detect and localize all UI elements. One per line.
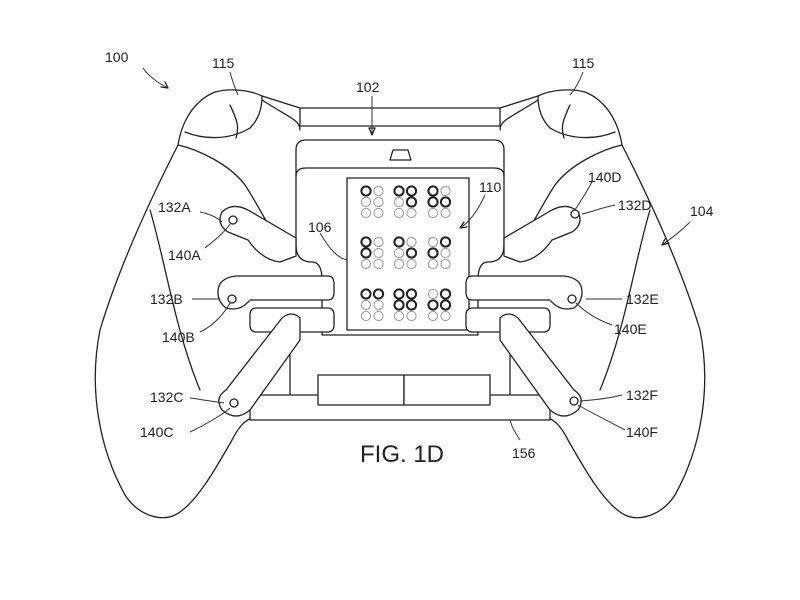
braille-dot-flat bbox=[406, 258, 417, 270]
braille-dot-raised bbox=[405, 288, 418, 300]
leader-lines bbox=[142, 67, 691, 441]
braille-dot-raised bbox=[427, 196, 439, 208]
braille-dot-flat bbox=[427, 236, 439, 248]
braille-dot-flat bbox=[360, 207, 372, 219]
label-102: 102 bbox=[356, 79, 380, 95]
braille-cell bbox=[360, 288, 385, 322]
paddle-132f[interactable] bbox=[499, 313, 582, 417]
braille-dot-raised bbox=[360, 247, 372, 259]
rear-plate bbox=[295, 139, 505, 336]
usb-port-icon bbox=[389, 149, 412, 161]
braille-dot-raised bbox=[427, 185, 439, 197]
braille-dot-flat bbox=[360, 258, 372, 270]
label-140f: 140F bbox=[626, 424, 658, 440]
braille-dot-raised bbox=[405, 299, 418, 311]
braille-dot-raised bbox=[427, 247, 439, 259]
label-140c: 140C bbox=[140, 424, 173, 440]
braille-cell bbox=[393, 185, 418, 219]
label-106: 106 bbox=[308, 219, 332, 235]
braille-dot-flat bbox=[440, 185, 451, 197]
paddle-132c[interactable] bbox=[218, 313, 301, 417]
braille-dot-raised bbox=[360, 236, 372, 248]
braille-dot-raised bbox=[439, 288, 452, 300]
braille-dot-flat bbox=[393, 310, 405, 322]
braille-dot-raised bbox=[439, 196, 452, 208]
braille-dot-raised bbox=[393, 185, 405, 197]
label-132d: 132D bbox=[618, 197, 651, 213]
braille-dot-flat bbox=[440, 207, 451, 219]
braille-dot-flat bbox=[440, 310, 451, 322]
braille-cell bbox=[393, 236, 418, 270]
label-132a: 132A bbox=[158, 199, 191, 215]
braille-dot-flat bbox=[373, 185, 384, 197]
braille-dot-flat bbox=[373, 299, 384, 311]
label-156: 156 bbox=[512, 445, 536, 461]
braille-dot-flat bbox=[373, 207, 384, 219]
touch-pad-left[interactable] bbox=[317, 374, 405, 406]
braille-dot-flat bbox=[427, 258, 439, 270]
label-140a: 140A bbox=[168, 247, 201, 263]
figure-caption: FIG. 1D bbox=[360, 441, 444, 468]
braille-dot-flat bbox=[427, 207, 439, 219]
label-100: 100 bbox=[105, 49, 129, 65]
braille-dot-flat bbox=[393, 196, 405, 208]
paddle-132d[interactable] bbox=[503, 205, 581, 263]
label-115-left: 115 bbox=[212, 55, 235, 71]
braille-dot-flat bbox=[393, 207, 405, 219]
braille-dot-raised bbox=[439, 299, 452, 311]
braille-cell bbox=[427, 288, 452, 322]
label-132c: 132C bbox=[150, 389, 183, 405]
braille-dot-flat bbox=[427, 288, 439, 300]
label-140d: 140D bbox=[588, 169, 621, 185]
paddle-132a[interactable] bbox=[219, 205, 297, 263]
braille-dot-flat bbox=[393, 247, 405, 259]
braille-dot-flat bbox=[406, 310, 417, 322]
braille-dot-raised bbox=[393, 299, 405, 311]
braille-dot-raised bbox=[405, 247, 418, 259]
braille-dot-flat bbox=[427, 310, 439, 322]
touch-pad-right[interactable] bbox=[403, 374, 491, 406]
paddle-132b[interactable] bbox=[217, 275, 335, 333]
label-132f: 132F bbox=[626, 387, 658, 403]
braille-cell bbox=[360, 236, 384, 270]
braille-dot-raised bbox=[405, 185, 418, 197]
base-assembly bbox=[249, 334, 551, 421]
braille-dot-raised bbox=[393, 288, 405, 300]
label-140b: 140B bbox=[162, 329, 195, 345]
label-104: 104 bbox=[690, 203, 714, 219]
label-132b: 132B bbox=[150, 291, 183, 307]
braille-dot-flat bbox=[360, 299, 372, 311]
braille-dot-flat bbox=[373, 196, 384, 208]
braille-dot-flat bbox=[360, 310, 372, 322]
braille-cell bbox=[427, 185, 452, 219]
label-115-right: 115 bbox=[572, 55, 595, 71]
braille-dot-flat bbox=[406, 236, 417, 248]
braille-dot-raised bbox=[360, 288, 372, 300]
braille-dot-flat bbox=[393, 258, 405, 270]
label-132e: 132E bbox=[626, 291, 659, 307]
braille-dot-flat bbox=[373, 236, 384, 248]
braille-dot-flat bbox=[440, 258, 451, 270]
braille-cell bbox=[393, 288, 418, 322]
label-110: 110 bbox=[479, 179, 502, 195]
braille-dot-raised bbox=[372, 288, 385, 300]
braille-dot-raised bbox=[439, 236, 452, 248]
braille-dot-flat bbox=[360, 196, 372, 208]
braille-dot-flat bbox=[373, 310, 384, 322]
braille-dot-raised bbox=[405, 196, 418, 208]
braille-dot-raised bbox=[360, 185, 372, 197]
braille-dot-raised bbox=[427, 299, 439, 311]
braille-dot-flat bbox=[373, 258, 384, 270]
braille-dot-flat bbox=[440, 247, 451, 259]
braille-dot-flat bbox=[406, 207, 417, 219]
paddle-132e[interactable] bbox=[465, 275, 583, 333]
braille-cell bbox=[360, 185, 384, 219]
label-140e: 140E bbox=[614, 321, 647, 337]
braille-dot-raised bbox=[393, 236, 405, 248]
braille-cell bbox=[427, 236, 452, 270]
braille-dot-flat bbox=[373, 247, 384, 259]
braille-dots bbox=[360, 185, 452, 322]
controller-body bbox=[94, 89, 706, 519]
